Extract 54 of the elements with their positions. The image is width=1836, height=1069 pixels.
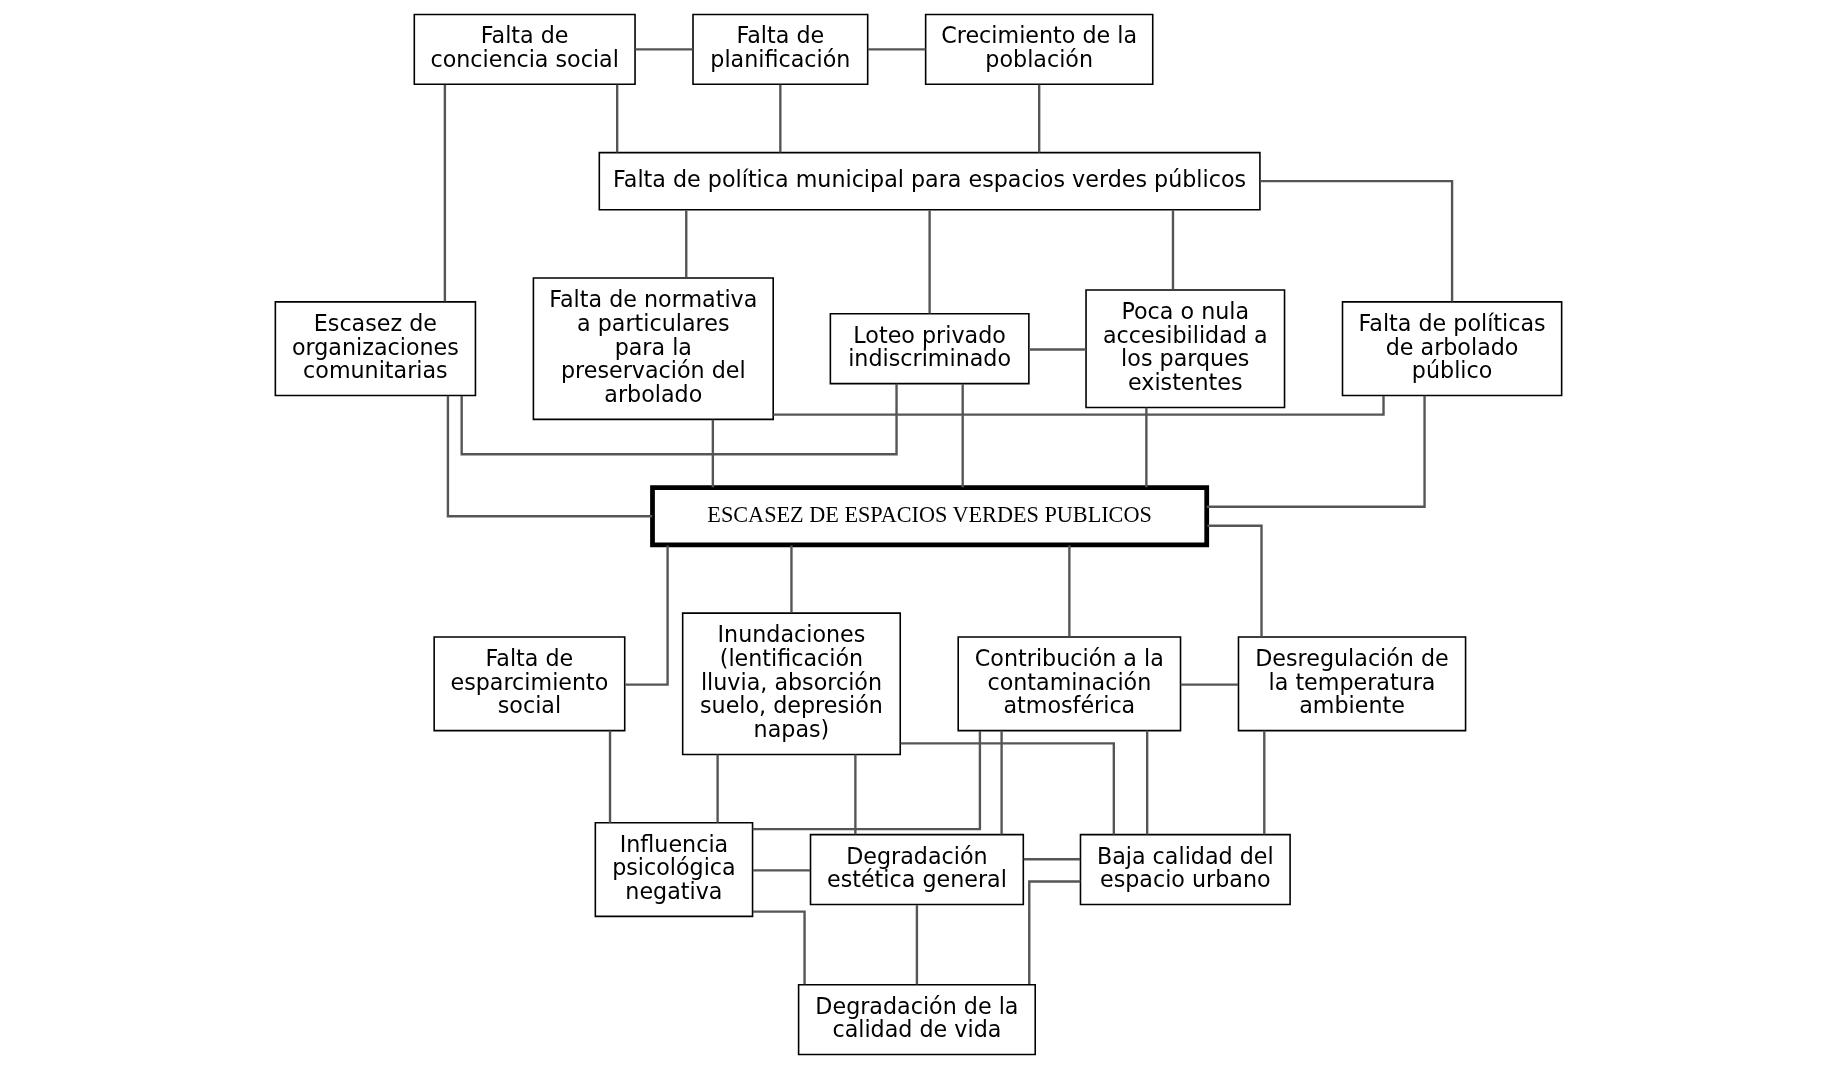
node-box: Falta de planificación [691, 13, 868, 86]
connector [927, 210, 931, 314]
connector [1206, 524, 1263, 637]
connector [752, 730, 981, 831]
node-box: Contribución a la contaminación atmosférica [956, 636, 1181, 732]
node-box: ESCASEZ DE ESPACIOS VERDES PUBLICOS [649, 485, 1209, 548]
node-box: Loteo privado indiscriminado [829, 312, 1030, 385]
node-box: Falta de política municipal para espacios verdes públicos [598, 151, 1261, 211]
connector [1180, 683, 1238, 686]
connector [1260, 180, 1453, 302]
connector [1144, 407, 1148, 488]
connector [460, 383, 898, 456]
connector [900, 742, 1115, 835]
connector [999, 730, 1003, 835]
connector [752, 869, 810, 872]
connector [752, 910, 806, 985]
connector [1037, 84, 1040, 153]
connector [1145, 730, 1148, 835]
node-box: Falta de normativa a particulares para la preservación del arbolado [532, 277, 774, 421]
connector [446, 395, 652, 518]
connector [634, 48, 693, 51]
node-box: Degradación estética general [809, 833, 1024, 906]
connector [615, 84, 618, 153]
node-box: Desregulación de la temperatura ambiente [1237, 636, 1466, 732]
connector [624, 545, 669, 686]
node-box: Poca o nula accesibilidad a los parques existentes [1084, 289, 1285, 409]
connector [1171, 210, 1174, 290]
node-box: Influencia psicológica negativa [594, 821, 753, 918]
node-box: Falta de conciencia social [413, 13, 636, 86]
node-box: Baja calidad del espacio urbano [1079, 833, 1291, 906]
connector [853, 754, 857, 835]
connector [443, 84, 446, 302]
node-box: Crecimiento de la población [924, 13, 1154, 86]
node-box: Escasez de organizaciones comunitarias [274, 301, 476, 397]
connector [1262, 730, 1265, 835]
connector [1023, 858, 1080, 861]
node-box: Inundaciones (lentificación lluvia, absorción suelo, depresión napas) [681, 612, 901, 756]
connector [789, 545, 793, 613]
node-box: Falta de esparcimiento social [432, 636, 625, 732]
connector [961, 383, 964, 488]
connector [1027, 880, 1080, 985]
connector [711, 419, 714, 488]
connector [1067, 545, 1071, 637]
connector [1206, 395, 1426, 508]
connector [772, 395, 1385, 416]
connector [778, 84, 782, 153]
connector [684, 210, 687, 278]
node-box: Degradación de la calidad de vida [797, 983, 1036, 1056]
connector [1028, 348, 1086, 351]
node-box: Falta de políticas de arbolado público [1341, 301, 1562, 397]
connector [608, 730, 611, 823]
connector [867, 48, 925, 51]
connector [915, 905, 918, 985]
connector [715, 754, 719, 823]
